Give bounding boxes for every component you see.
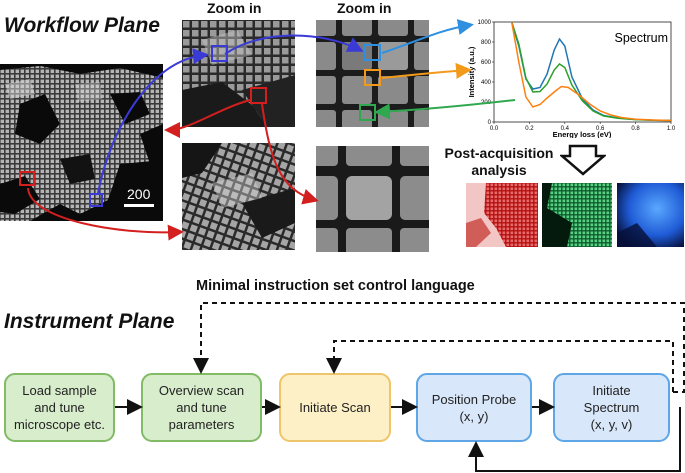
spectrum-roi-orange[interactable] [364,69,381,86]
load-sample-box[interactable]: Load sample and tune microscope etc. [4,373,115,442]
blue-spectral-map[interactable] [617,183,684,247]
arrow-spectrum-loop-back [468,407,681,472]
spectrum-y-tick-label: 600 [481,60,492,66]
position-probe-label: Position Probe (x, y) [431,391,517,424]
workflow-plane-title: Workflow Plane [4,14,160,37]
initiate-spectrum-label: Initiate Spectrum (x, y, v) [583,383,640,432]
overview-blue-roi[interactable] [89,193,103,207]
spectrum-x-label: Energy loss (eV) [553,130,612,138]
arrow-zoom1-roi-back [164,99,251,138]
zoom1-bottom-micrograph[interactable] [182,143,295,250]
post-acquisition-label: Post-acquisition analysis [444,145,554,178]
overview-micrograph[interactable]: 200 [0,64,163,221]
overview-red-roi[interactable] [19,171,35,186]
arrow-spectrum-to-green-roi [374,99,516,120]
zoom2-bottom-micrograph[interactable] [316,146,429,252]
scale-bar-label: 200 [127,186,151,202]
spectrum-y-tick-label: 400 [481,80,492,86]
control-language-label: Minimal instruction set control language [196,278,475,294]
zoom-in-label-1: Zoom in [207,0,262,16]
load-sample-label: Load sample and tune microscope etc. [13,383,106,432]
arrow-overview-to-zoom1-top [97,48,209,194]
spectrum-y-tick-label: 1000 [478,20,492,26]
spectrum-title: Spectrum [615,31,669,45]
spectrum-x-tick-label: 0.6 [596,126,605,132]
overview-scan-label: Overview scan and tune parameters [158,383,245,432]
arrow-blue-roi-to-spectrum [381,19,474,54]
zoom1-red-roi[interactable] [250,87,267,104]
spectrum-series-line-1 [510,21,672,122]
spectrum-x-tick-label: 0.0 [490,126,499,132]
dashed-feedback-to-scan [326,340,674,392]
spectrum-series-line-2 [510,21,672,122]
spectrum-roi-blue[interactable] [364,44,381,61]
spectrum-x-tick-label: 1.0 [667,126,676,132]
arrow-overview-to-zoom1-bottom [27,187,184,241]
overview-scan-box[interactable]: Overview scan and tune parameters [141,373,262,442]
arrow-orange-roi-to-spectrum [381,62,472,79]
instrument-plane-title: Instrument Plane [4,310,175,333]
spectrum-axes-frame [493,21,672,123]
dashed-feedback-to-overview [193,302,685,393]
arrow-zoom1-to-zoom2-top [224,34,364,55]
down-arrow-icon [560,144,606,176]
spectrum-x-tick-label: 0.4 [561,126,570,132]
spectrum-x-tick-label: 0.8 [631,126,640,132]
red-spectral-map[interactable] [466,183,538,247]
spectrum-x-tick-label: 0.2 [525,126,534,132]
arrow-zoom1-to-zoom2-bottom [261,103,319,205]
scale-bar [124,204,154,207]
zoom-in-label-2: Zoom in [337,0,392,16]
spectrum-y-tick-label: 800 [481,40,492,46]
zoom1-top-micrograph[interactable] [182,20,295,127]
spectrum-y-tick-label: 0 [488,120,492,126]
initiate-scan-label: Initiate Scan [299,400,371,415]
green-spectral-map[interactable] [542,183,612,247]
